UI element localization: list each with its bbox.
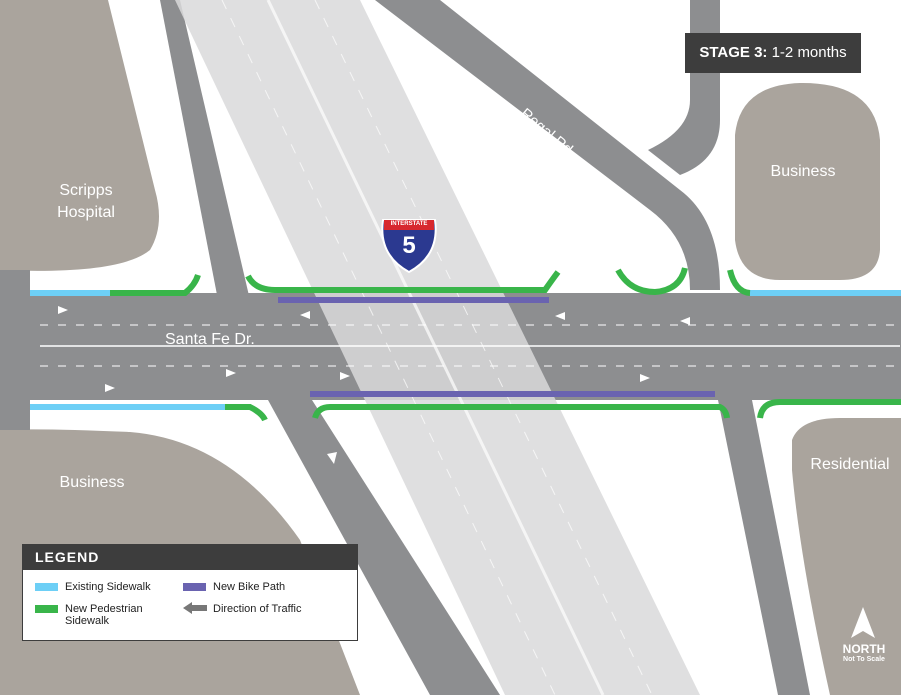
scripps-label-line1: Scripps [59, 182, 113, 199]
label-residential: Residential [810, 456, 890, 473]
north-arrow-icon [851, 607, 875, 638]
label-business-ne: Business [770, 163, 836, 180]
i5-lane-line [221, 0, 556, 695]
legend-title: LEGEND [23, 545, 357, 570]
direction-arrow-icon [183, 602, 207, 614]
legend-new-ped-line1: New Pedestrian [65, 603, 143, 615]
residential-parcel [792, 418, 901, 695]
label-santa-fe: Santa Fe Dr. [165, 331, 255, 348]
i5-median [266, 0, 605, 695]
scripps-hospital-parcel [0, 0, 159, 271]
north-note: Not To Scale [843, 656, 885, 663]
legend: LEGEND Existing Sidewalk New Pedestrian … [22, 544, 358, 641]
sw-ramp-road [268, 400, 500, 695]
label-business-sw: Business [59, 474, 125, 491]
existing-sidewalk [30, 404, 225, 410]
west-north-road [160, 0, 250, 300]
north-label: NORTH [842, 642, 886, 656]
traffic-arrows [58, 306, 690, 464]
new-sidewalk [615, 267, 688, 296]
new-bike-path [278, 297, 549, 303]
new-bike-path [310, 391, 715, 397]
new-sidewalk-swatch [35, 605, 58, 613]
stage-badge: STAGE 3: 1-2 months [685, 33, 861, 73]
north-indicator: NORTH Not To Scale [834, 606, 894, 663]
shield-number: 5 [402, 232, 416, 259]
bike-path-swatch [183, 583, 206, 591]
ne-road-vertical [648, 0, 720, 175]
i5-lane-line [314, 0, 653, 695]
new-sidewalk [312, 404, 730, 419]
shield-top-text: INTERSTATE [390, 221, 428, 227]
legend-new-bike-path: New Bike Path [213, 581, 286, 593]
existing-sidewalk [30, 290, 110, 296]
existing-sidewalk-swatch [35, 583, 58, 591]
existing-sidewalk [750, 290, 901, 296]
label-scripps: Scripps Hospital [40, 180, 132, 224]
new-sidewalk [757, 399, 901, 419]
i5-freeway [175, 0, 700, 695]
new-sidewalk [225, 404, 268, 422]
legend-existing-sidewalk: Existing Sidewalk [65, 581, 151, 593]
east-south-road [718, 400, 810, 695]
legend-new-ped-line2: Sidewalk [65, 615, 110, 627]
west-edge-road [0, 270, 30, 430]
new-sidewalk [727, 269, 751, 296]
scripps-label-line2: Hospital [57, 204, 115, 221]
new-sidewalk [245, 270, 561, 293]
legend-new-pedestrian: New Pedestrian Sidewalk [65, 603, 143, 627]
interstate-5-shield [381, 219, 437, 274]
stage-title: STAGE 3: [699, 44, 768, 61]
new-sidewalk [110, 274, 201, 296]
business-ne-parcel [735, 82, 880, 280]
stage-duration: 1-2 months [771, 44, 847, 61]
legend-direction: Direction of Traffic [213, 603, 302, 615]
